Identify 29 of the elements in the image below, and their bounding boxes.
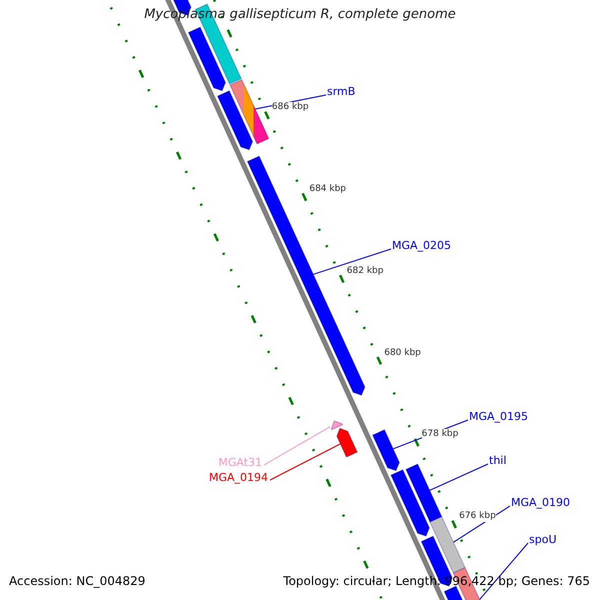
scale-label: 676 kbp [459,511,496,522]
gene-label: srmB [327,85,356,98]
gene-block [216,90,254,150]
gene-block [390,469,430,537]
scale-label: 684 kbp [309,184,346,195]
gene-block [229,78,270,145]
scale-label: 680 kbp [384,348,421,358]
scale-label: 686 kbp [272,102,309,114]
accession-text: Accession: NC_004829 [9,574,146,588]
gene-block [246,155,366,396]
gene-block [330,420,344,430]
gene-label: thil [489,454,506,468]
gene-label: MGAt31 [218,456,262,470]
leader-line [479,542,528,600]
gene-block [336,428,358,458]
gene-label: MGA_0194 [208,471,268,484]
gene-block [188,26,226,92]
gene-label: MGA_0190 [511,496,570,510]
gene-label: MGA_0195 [469,410,528,424]
gene-label: spoU [529,533,556,546]
gene-label: MGA_0205 [392,239,452,252]
leader-line [312,248,392,275]
leader-line [264,426,331,466]
gene-block [372,429,400,472]
scale-label: 678 kbp [422,429,458,440]
scale-label: 682 kbp [346,266,384,277]
gene-block [405,463,442,523]
leader-line [270,443,341,480]
leader-line [429,464,488,491]
